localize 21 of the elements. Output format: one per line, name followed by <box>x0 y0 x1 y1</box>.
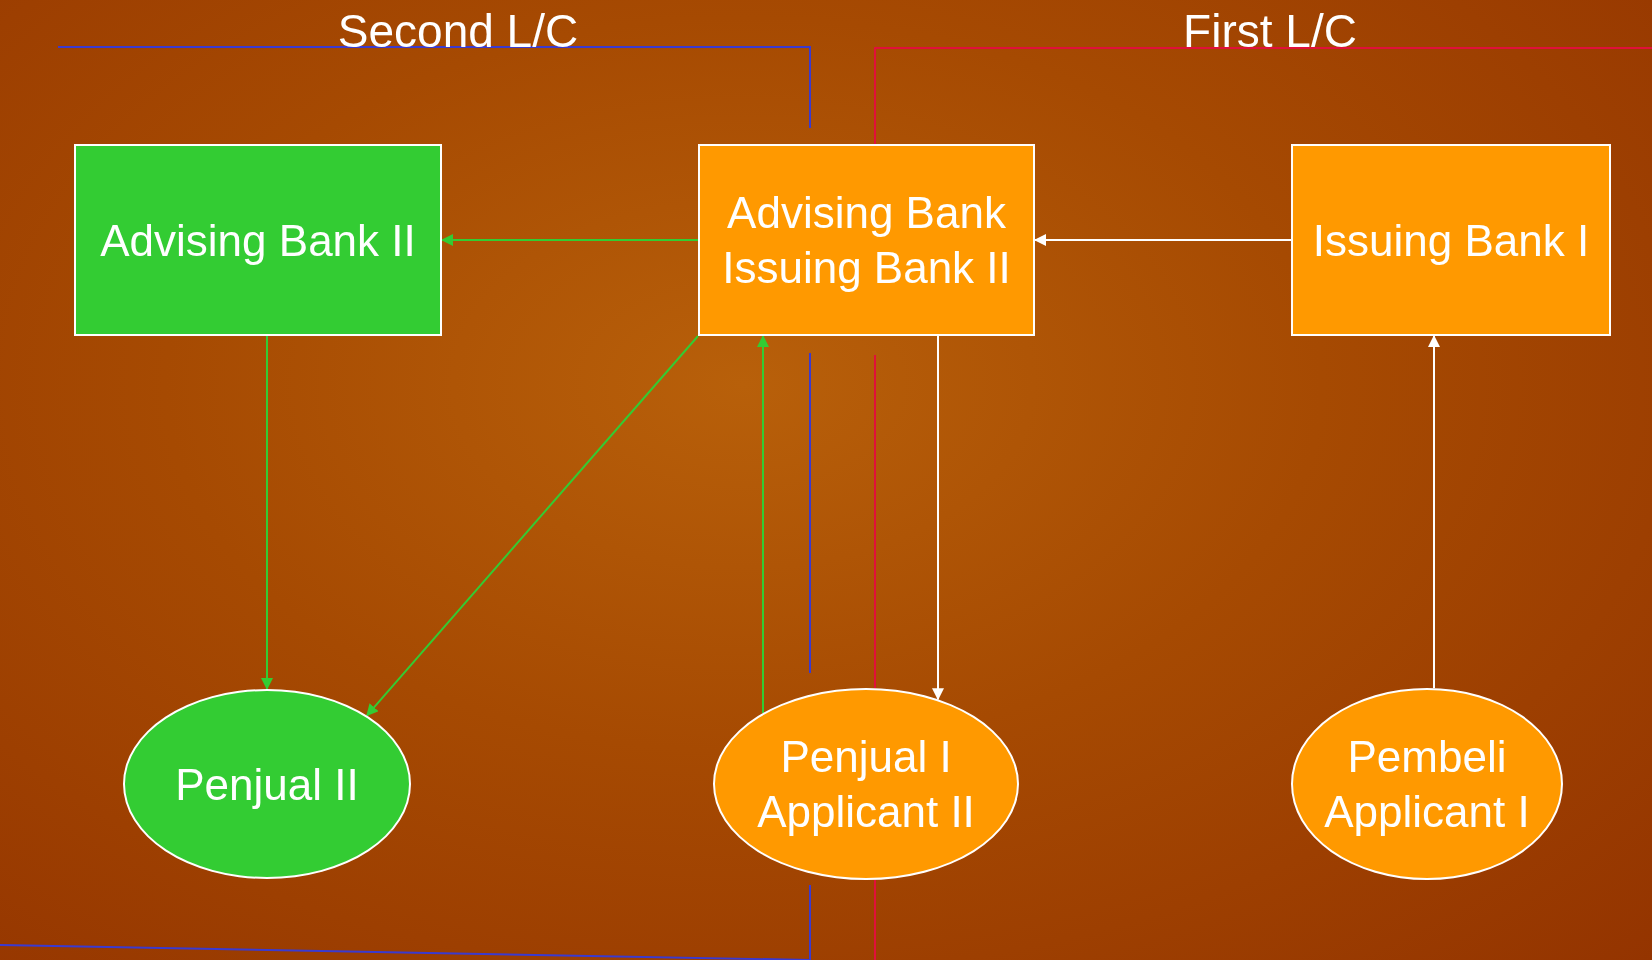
bank-box <box>698 144 1035 336</box>
arrow <box>1034 234 1292 246</box>
node-label: Issuing Bank II <box>722 242 1011 294</box>
node-label: Pembeli <box>1347 731 1507 783</box>
arrow <box>261 335 273 690</box>
section-heading: First L/C <box>1183 4 1357 58</box>
bank-box <box>74 144 442 336</box>
arrow <box>365 335 699 717</box>
node-label: Applicant I <box>1324 786 1530 838</box>
arrow <box>932 335 944 701</box>
node-label: Issuing Bank I <box>1312 214 1590 267</box>
node-label: Penjual I <box>780 731 952 783</box>
arrow <box>441 234 699 246</box>
section-heading: Second L/C <box>337 4 579 58</box>
node-label: Applicant II <box>757 786 975 838</box>
arrow <box>757 335 769 714</box>
node-label: Penjual II <box>175 758 359 811</box>
node-label: Advising Bank <box>727 187 1006 239</box>
arrow <box>1428 335 1440 690</box>
bank-box <box>1291 144 1611 336</box>
node-label: Advising Bank II <box>100 214 416 267</box>
